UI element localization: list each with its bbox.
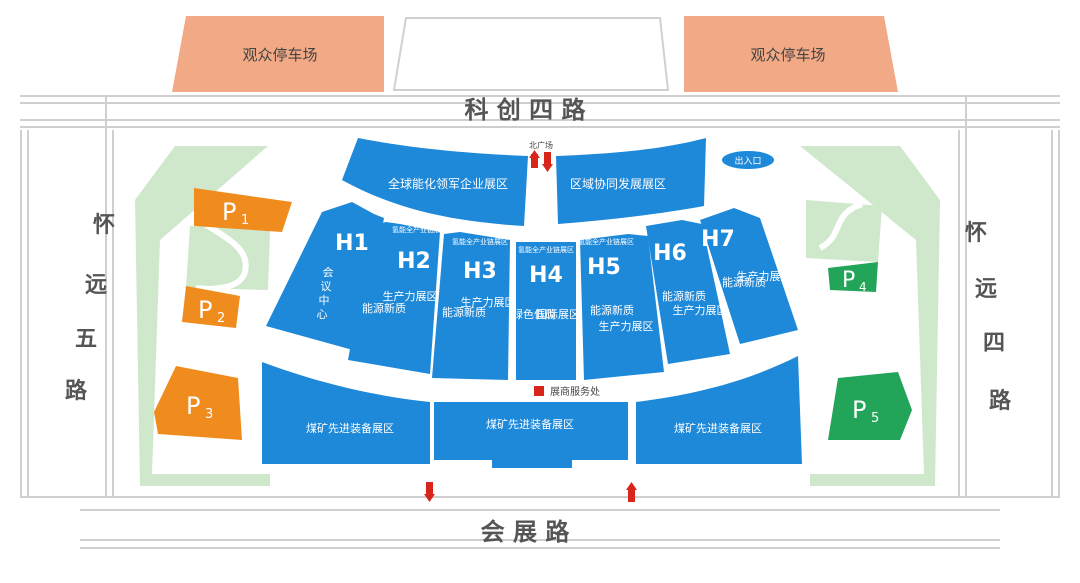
svg-text:P: P [186, 392, 200, 420]
svg-text:生产力展区: 生产力展区 [599, 319, 654, 333]
zone-global-energy-label: 全球能化领军企业展区 [388, 176, 508, 191]
svg-text:H1: H1 [335, 231, 369, 256]
exit-entrance-label: 出入口 [734, 155, 761, 167]
svg-text:氢能全产业链展区: 氢能全产业链展区 [392, 225, 448, 234]
svg-text:怀: 怀 [965, 221, 987, 246]
hall-h5[interactable]: 氢能全产业链展区 H5 能源新质 生产力展区 [578, 234, 664, 380]
audience-parking-left[interactable] [172, 16, 384, 92]
hall-h2[interactable]: 氢能全产业链展区 H2 能源新质 生产力展区 [348, 222, 448, 374]
hall-h1[interactable]: H1 会 议 中 心 [266, 202, 384, 352]
svg-text:能源新质: 能源新质 [590, 303, 634, 317]
svg-text:3: 3 [205, 407, 213, 422]
parking-p4[interactable]: P 4 [828, 262, 878, 294]
svg-text:H5: H5 [587, 255, 621, 280]
decorative-stream-east [818, 201, 864, 251]
north-plaza-block [392, 17, 670, 91]
zone-global-energy[interactable] [342, 138, 528, 226]
svg-text:氢能全产业链展区: 氢能全产业链展区 [452, 237, 508, 246]
entry-arrow-icon [529, 150, 540, 158]
svg-text:能源新质: 能源新质 [662, 289, 706, 303]
south-gate-entry-icon [626, 482, 637, 502]
greenbelt-west-pocket [186, 226, 270, 290]
svg-text:H6: H6 [653, 241, 687, 266]
svg-text:生产力展区: 生产力展区 [461, 295, 516, 309]
svg-text:氢能全产业链展区: 氢能全产业链展区 [578, 237, 634, 246]
parking-p1[interactable]: P 1 [194, 188, 292, 232]
svg-text:能源新质: 能源新质 [722, 275, 766, 289]
svg-text:五: 五 [75, 327, 97, 352]
zone-coal-right[interactable] [636, 356, 802, 464]
audience-parking-right-label: 观众停车场 [750, 46, 825, 64]
svg-text:四: 四 [983, 331, 1005, 356]
svg-text:生产力展区: 生产力展区 [383, 289, 438, 303]
decorative-stream-west [195, 221, 249, 292]
svg-text:P: P [222, 198, 236, 226]
svg-text:中: 中 [319, 294, 330, 307]
service-point-label: 展商服务处 [550, 385, 600, 398]
svg-text:P: P [842, 268, 855, 293]
svg-text:路: 路 [65, 378, 88, 404]
south-gate-exit-icon [424, 482, 435, 502]
svg-text:能源新质: 能源新质 [442, 305, 486, 319]
svg-text:4: 4 [859, 280, 867, 294]
audience-parking-left-label: 观众停车场 [242, 46, 317, 64]
svg-text:远: 远 [85, 273, 107, 298]
greenbelt-east-pocket [806, 200, 882, 262]
hall-h4[interactable]: 氢能全产业链展区 H4 绿色低碳 国际展区 [512, 242, 580, 380]
zone-coal-left-label: 煤矿先进装备展区 [306, 421, 394, 435]
zone-coal-center-label: 煤矿先进装备展区 [486, 417, 574, 431]
svg-text:氢能全产业链展区: 氢能全产业链展区 [518, 245, 574, 254]
svg-text:H2: H2 [397, 249, 431, 274]
hall-h3[interactable]: 氢能全产业链展区 H3 能源新质 生产力展区 [432, 232, 516, 380]
parking-p5[interactable]: P 5 [828, 372, 912, 440]
svg-text:P: P [852, 396, 866, 424]
zone-coal-left[interactable] [262, 362, 430, 464]
zone-regional[interactable] [556, 138, 706, 224]
north-road-name: 科 创 四 路 [464, 96, 586, 124]
greenbelt-west [135, 146, 270, 486]
svg-text:H3: H3 [463, 259, 497, 284]
east-road-name: 怀 远 四 路 [965, 221, 1012, 414]
gate-icon-left [531, 154, 538, 168]
svg-text:远: 远 [975, 277, 997, 302]
gate-icon-right [544, 152, 551, 164]
svg-text:国际展区: 国际展区 [536, 308, 580, 321]
parking-p2[interactable]: P 2 [182, 286, 240, 328]
zone-coal-right-label: 煤矿先进装备展区 [674, 421, 762, 435]
north-plaza-label: 北广场 [529, 140, 553, 150]
service-point-icon [534, 386, 544, 396]
svg-text:生产力展区: 生产力展区 [737, 269, 792, 283]
south-road-name: 会 展 路 [481, 518, 571, 546]
svg-text:能源新质: 能源新质 [362, 301, 406, 315]
svg-text:生产力展区: 生产力展区 [673, 303, 728, 317]
hall-h7[interactable]: H7 能源新质 生产力展区 [700, 208, 798, 344]
svg-text:怀: 怀 [93, 213, 115, 238]
svg-text:H4: H4 [529, 263, 563, 288]
zone-coal-center[interactable] [434, 402, 628, 468]
svg-text:5: 5 [871, 411, 879, 426]
svg-text:H7: H7 [701, 227, 735, 252]
exit-entrance-marker[interactable] [722, 151, 774, 169]
west-road-name: 怀 远 五 路 [65, 213, 115, 404]
svg-text:路: 路 [989, 388, 1012, 414]
hall-h6[interactable]: H6 能源新质 生产力展区 [646, 220, 730, 364]
greenbelt-east [800, 146, 940, 486]
svg-text:P: P [198, 296, 212, 324]
svg-text:2: 2 [217, 311, 225, 326]
road-network [20, 95, 1060, 549]
audience-parking-right[interactable] [684, 16, 898, 92]
zone-regional-label: 区域协同发展展区 [570, 176, 666, 191]
svg-text:1: 1 [241, 213, 249, 228]
svg-text:绿色低碳: 绿色低碳 [512, 307, 556, 321]
parking-p3[interactable]: P 3 [154, 366, 242, 440]
exit-arrow-icon [542, 164, 553, 172]
svg-text:会: 会 [323, 266, 334, 279]
svg-text:心: 心 [317, 308, 328, 321]
svg-text:议: 议 [321, 280, 332, 293]
